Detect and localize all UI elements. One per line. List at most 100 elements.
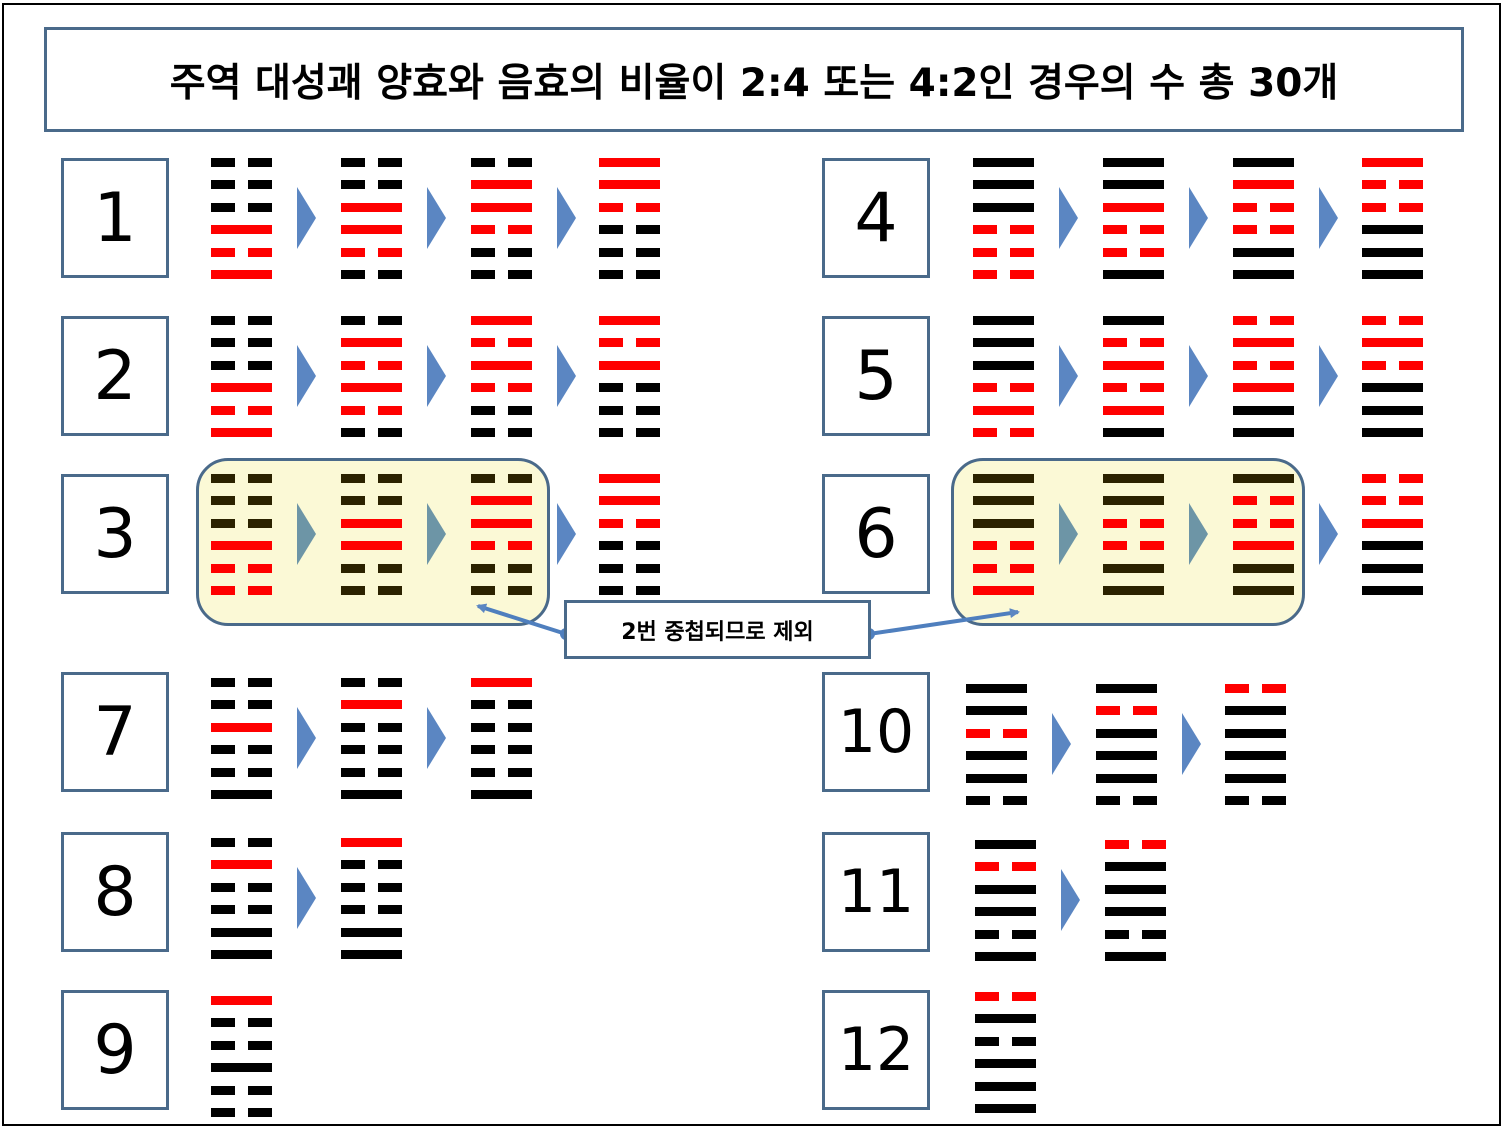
yang-line [1362,541,1423,551]
yin-line [471,428,532,437]
yin-line [1233,202,1294,212]
yang-line [1362,518,1423,528]
yin-line [211,158,272,167]
yang-line [211,383,272,393]
yang-line [973,586,1034,595]
yang-line [966,684,1027,693]
yang-line [1362,405,1423,415]
arrow-right-icon [1182,713,1201,775]
yang-line [341,927,402,937]
yang-line [975,952,1036,961]
yin-line [471,225,532,235]
hexagram-2-2 [341,316,402,437]
yang-line [1103,563,1164,573]
group-number-10: 10 [822,672,930,792]
yang-line [1362,270,1423,279]
yin-line [471,586,532,595]
yang-line [1103,180,1164,190]
yin-line [211,496,272,506]
yang-line [211,950,272,959]
hexagram-7-1 [211,678,272,799]
yang-line [1233,247,1294,257]
yin-line [599,247,660,257]
yin-line [341,745,402,755]
yin-line [1096,706,1157,716]
yang-line [1233,383,1294,393]
group-number-3: 3 [61,474,169,594]
yin-line [211,180,272,190]
yang-line [341,338,402,348]
yang-line [211,541,272,551]
yin-line [1225,796,1286,805]
yin-line [341,474,402,483]
yang-line [1105,907,1166,917]
yang-line [1362,428,1423,437]
yang-line [341,518,402,528]
hexagram-6-4 [1362,474,1423,595]
group-number-4: 4 [822,158,930,278]
yin-line [1233,360,1294,370]
yin-line [211,202,272,212]
yang-line [341,541,402,551]
yin-line [973,270,1034,279]
yin-line [341,767,402,777]
yang-line [341,202,402,212]
yang-line [973,518,1034,528]
yin-line [341,270,402,279]
yin-line [211,586,272,595]
yang-line [1233,158,1294,167]
hexagram-6-2 [1103,474,1164,595]
yin-line [471,563,532,573]
yang-line [1096,728,1157,738]
yin-line [211,338,272,348]
hexagram-4-3 [1233,158,1294,279]
yang-line [1225,751,1286,761]
yin-line [1105,840,1166,849]
yang-line [975,907,1036,917]
yang-line [1362,158,1423,167]
yang-line [341,950,402,959]
yang-line [471,180,532,190]
hexagram-1-3 [471,158,532,279]
yin-line [975,1036,1036,1046]
hexagram-3-1 [211,474,272,595]
arrow-right-icon [557,187,576,249]
yin-line [1225,684,1286,693]
yang-line [1362,586,1423,595]
yin-line [341,247,402,257]
yang-line [211,1063,272,1073]
hexagram-3-2 [341,474,402,595]
yang-line [211,996,272,1005]
arrow-right-icon [297,187,316,249]
yin-line [341,586,402,595]
yin-line [341,905,402,915]
yang-line [211,270,272,279]
arrow-right-icon [1189,345,1208,407]
yang-line [341,383,402,393]
yin-line [973,225,1034,235]
yin-line [1362,180,1423,190]
arrow-right-icon [1061,869,1080,931]
yin-line [599,225,660,235]
yin-line [1362,316,1423,325]
yin-line [341,722,402,732]
group-number-11: 11 [822,832,930,952]
yin-line [341,405,402,415]
yang-line [1103,586,1164,595]
yin-line [471,158,532,167]
yang-line [1103,316,1164,325]
yang-line [966,751,1027,761]
yin-line [599,405,660,415]
yin-line [471,541,532,551]
hexagram-2-1 [211,316,272,437]
hexagram-7-2 [341,678,402,799]
group-number-2: 2 [61,316,169,436]
yin-line [1103,541,1164,551]
group-number-6: 6 [822,474,930,594]
yang-line [1103,202,1164,212]
arrow-right-icon [557,345,576,407]
hexagram-3-4 [599,474,660,595]
yin-line [341,428,402,437]
yang-line [1233,428,1294,437]
yin-line [1233,316,1294,325]
